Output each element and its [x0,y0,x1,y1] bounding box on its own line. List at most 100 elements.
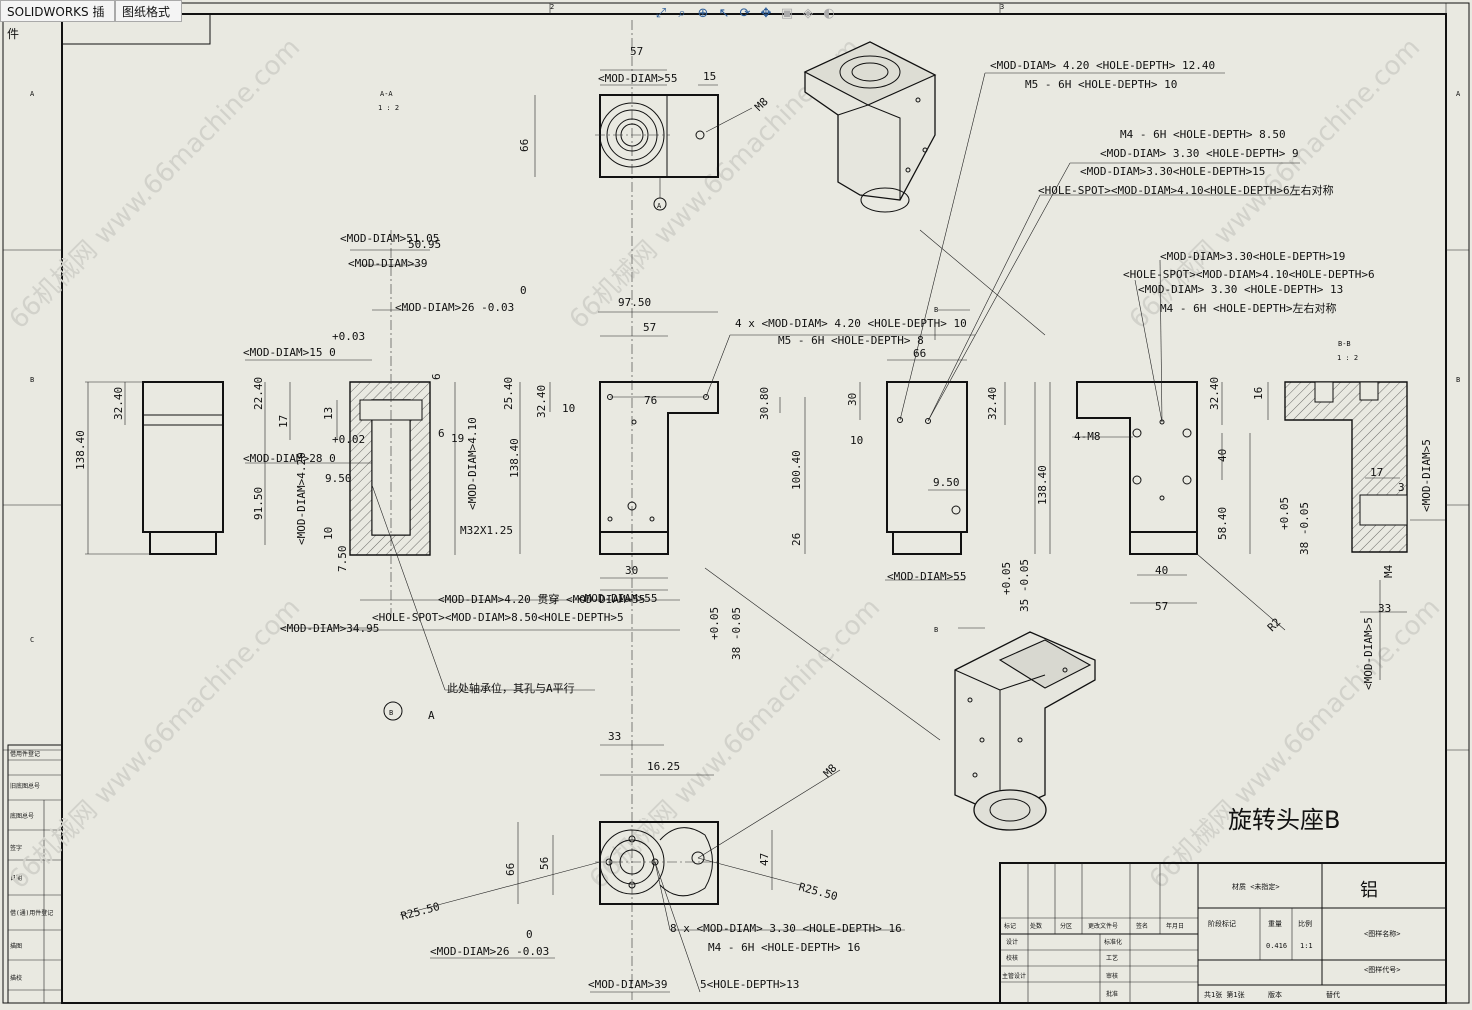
aa-dim-diam39: <MOD-DIAM>39 [348,257,427,270]
front-view[interactable]: 97.50 57 4 x <MOD-DIAM> 4.20 <HOLE-DEPTH… [508,296,975,660]
section-b-marker-top: B [934,306,938,314]
front-dim-30: 30 [625,564,638,577]
bottom-dim-diam39: <MOD-DIAM>39 [588,978,667,991]
right-note-0: <MOD-DIAM> 4.20 <HOLE-DEPTH> 12.40 [990,59,1215,72]
section-aa-label: A-A [380,90,393,98]
tb-weight-label: 重量 [1268,920,1282,928]
top-dim-66: 66 [518,139,531,152]
right-dim-diam55: <MOD-DIAM>55 [887,570,966,583]
zoom-to-fit-icon[interactable]: ⤢ [655,6,667,21]
tab-solidworks-addins[interactable]: SOLIDWORKS 插件 [0,0,115,41]
right-dim-35: 35 -0.05 [1018,559,1031,612]
bb-dim-plus005: +0.05 [1278,497,1291,530]
bb-dim-17: 17 [1370,466,1383,479]
left-dim-32-40: 32.40 [112,387,125,420]
strip-label-1: 旧底图总号 [10,782,40,790]
back-view[interactable]: 4-M8 32.40 40 58.40 40 57 R2 <MOD-DIAM>3… [1049,250,1375,634]
aa-dim-22-40: 22.40 [252,377,265,410]
right-dim-plus005: +0.05 [1000,562,1013,595]
tb-row-process: 工艺 [1106,954,1118,962]
front-dim-57: 57 [643,321,656,334]
left-side-view[interactable]: 32.40 138.40 [74,381,224,555]
back-note-1: <HOLE-SPOT><MOD-DIAM>4.10<HOLE-DEPTH>6 [1123,268,1375,281]
aa-dim-plus003: +0.03 [332,330,365,343]
back-note-2: <MOD-DIAM> 3.30 <HOLE-DEPTH> 13 [1138,283,1343,296]
view-orientation-icon[interactable]: ◈ [803,6,813,21]
tb-version: 版本 [1268,990,1282,999]
back-dim-32-40: 32.40 [1208,377,1221,410]
right-note-4: <MOD-DIAM>3.30<HOLE-DEPTH>15 [1080,165,1265,178]
tb-row-approve: 批准 [1106,990,1118,998]
zoom-in-out-icon[interactable]: ⊕ [697,6,709,21]
pan-icon[interactable]: ✥ [760,6,772,21]
display-style-icon[interactable]: ▣ [780,6,794,21]
aa-dim-diam26: <MOD-DIAM>26 -0.03 [395,301,514,314]
right-view[interactable]: 66 30 10 32.40 9.50 <MOD-DIAM>55 +0.05 3… [846,59,1334,634]
tb-row-checker: 校核 [1006,954,1018,962]
bottom-dim-r25-50-left: R25.50 [399,900,441,923]
front-dim-138-40: 138.40 [508,438,521,478]
select-icon[interactable]: ↖ [718,6,730,21]
tab-sheet-format[interactable]: 图纸格式 [115,0,182,22]
iso-view-lower[interactable] [704,567,1096,831]
back-note-0: <MOD-DIAM>3.30<HOLE-DEPTH>19 [1160,250,1345,263]
rotate-view-icon[interactable]: ⟳ [739,6,751,21]
top-dim-diam55: <MOD-DIAM>55 [598,72,677,85]
left-strip: 借用件登记 旧底图总号 底图总号 签字 日期 借(通)用件登记 描图 描校 [7,744,63,1004]
hide-show-icon[interactable]: ◐ [823,6,835,21]
bb-dim-3: 3 [1398,481,1405,494]
tb-head-5: 年月日 [1166,922,1184,930]
watermarks: 66机械网 www.66machine.com 66机械网 www.66mach… [4,33,1446,895]
bottom-dim-diam26: <MOD-DIAM>26 -0.03 [430,945,549,958]
aa-dim-17: 17 [277,415,290,428]
left-dim-138-40: 138.40 [74,430,87,470]
strip-label-7: 描校 [10,974,22,982]
bottom-dim-33: 33 [608,730,621,743]
zone-number-3: 3 [1000,3,1004,11]
aa-dim-m32: M32X1.25 [460,524,513,537]
back-note-3: M4 - 6H <HOLE-DEPTH>左右对称 [1160,301,1336,315]
bottom-note-8x: 8 x <MOD-DIAM> 3.30 <HOLE-DEPTH> 16 [670,922,902,935]
aa-dim-diam28: <MOD-DIAM>28 0 [243,452,336,465]
aa-dim-50-95: 50.95 [408,238,441,251]
front-dim-32-40: 32.40 [535,385,548,418]
front-dim-38: 38 -0.05 [730,607,743,660]
iso-view-upper[interactable] [803,41,937,213]
front-dim-76: 76 [644,394,657,407]
section-aa-view[interactable]: <MOD-DIAM>51.05 50.95 <MOD-DIAM>39 <MOD-… [243,230,680,722]
tb-row-standard: 标准化 [1104,938,1122,946]
part-title: 旋转头座B [1228,806,1341,834]
strip-label-4: 日期 [10,874,22,882]
bottom-view[interactable]: 33 16.25 M8 66 56 47 R25.50 R25.50 0 <MO… [399,730,905,993]
svg-text:66机械网 www.66machine.com: 66机械网 www.66machine.com [1144,593,1446,895]
aa-dim-25-40: 25.40 [502,377,515,410]
back-dim-4-m8: 4-M8 [1074,430,1101,443]
aa-dim-9-50: 9.50 [325,472,352,485]
tb-sheet: 共1张 第1张 [1204,990,1245,999]
zone-letter-a: A [30,90,35,98]
back-dim-57: 57 [1155,600,1168,613]
bottom-dim-r25-50-right: R25.50 [797,880,839,903]
corner-box [61,14,211,45]
section-bb-view[interactable]: B-B 1 : 2 16 17 3 +0.05 38 -0.05 M4 <MOD… [1252,340,1445,690]
strip-label-5: 借(通)用件登记 [10,909,53,917]
tb-head-3: 更改文件号 [1088,922,1118,930]
front-dim-26: 26 [790,533,803,546]
back-dim-40-v: 40 [1216,449,1229,462]
right-note-3: <MOD-DIAM> 3.30 <HOLE-DEPTH> 9 [1100,147,1299,160]
back-dim-58-40: 58.40 [1216,507,1229,540]
zone-letter-c: C [30,636,34,644]
zoom-to-area-icon[interactable]: ⌕ [678,6,686,21]
right-dim-9-50: 9.50 [933,476,960,489]
bb-dim-diam5b: <MOD-DIAM>5 [1362,617,1375,690]
datum-a-top: A [657,202,662,210]
datum-a-aa: A [428,709,435,722]
strip-label-2: 底图总号 [10,812,34,820]
front-dim-97-50: 97.50 [618,296,651,309]
title-block[interactable]: 标记 处数 分区 更改文件号 签名 年月日 设计 校核 主管设计 标准化 工艺 … [999,862,1447,1004]
svg-text:66机械网 www.66machine.com: 66机械网 www.66machine.com [4,593,306,895]
aa-dim-diam4-20: <MOD-DIAM>4.20 [295,452,308,545]
zone-letter-a-right: A [1456,90,1461,98]
